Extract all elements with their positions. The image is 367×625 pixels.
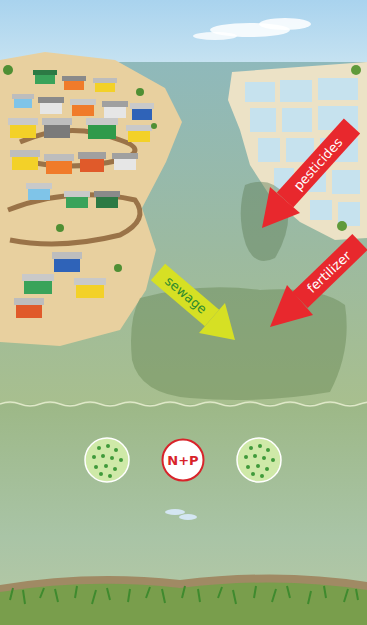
algae-circle bbox=[85, 438, 281, 482]
circle-shape bbox=[163, 440, 204, 481]
nutrient-circle: N+P bbox=[161, 438, 205, 482]
nutrient-label: N+P bbox=[167, 453, 198, 468]
underwater bbox=[0, 402, 367, 625]
pollution-arrows bbox=[158, 126, 360, 340]
